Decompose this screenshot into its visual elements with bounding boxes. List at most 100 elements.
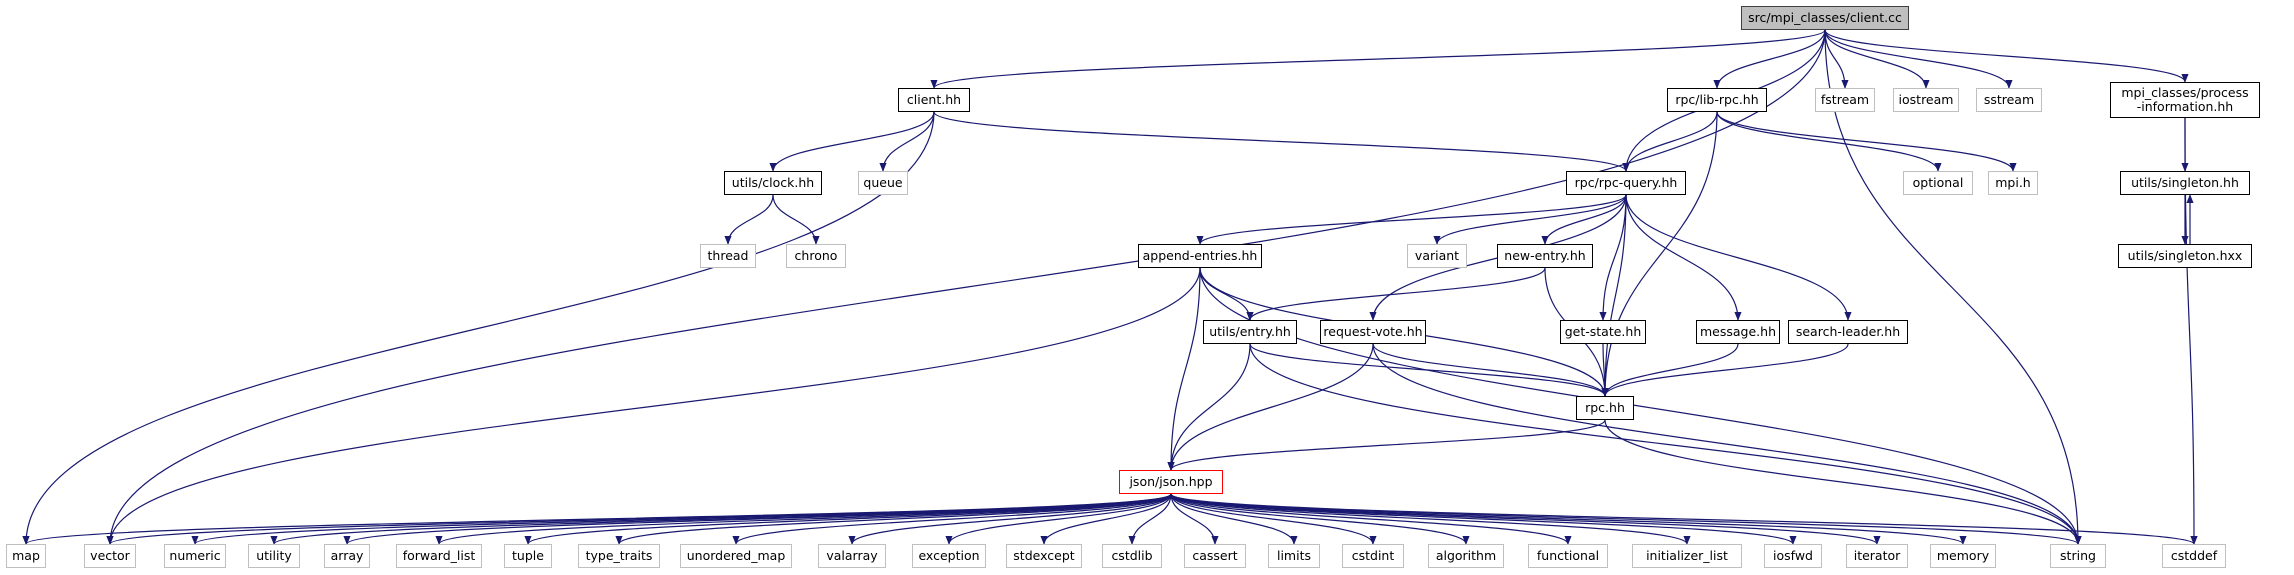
edge-json-to-iterator <box>1170 493 1881 545</box>
node-rpc-rpc-query-hh[interactable]: rpc/rpc-query.hh <box>1566 171 1686 195</box>
node-thread[interactable]: thread <box>700 244 756 268</box>
node-forward-list[interactable]: forward_list <box>396 544 482 568</box>
edge-json-to-type_traits <box>615 493 1172 545</box>
edge-message-to-rpc_hh <box>1601 343 1739 397</box>
edge-client_hh-to-utils_clock <box>769 111 935 172</box>
node-string[interactable]: string <box>2050 544 2106 568</box>
edge-rpc_query-to-variant <box>1433 194 1627 245</box>
edge-root-to-string <box>1824 29 2082 545</box>
edge-utils_clock-to-thread <box>724 194 774 245</box>
edge-json-to-utility <box>270 493 1172 545</box>
node-utils-clock-hh[interactable]: utils/clock.hh <box>724 171 822 195</box>
edge-rpc_hh-to-string <box>1604 419 2082 545</box>
edge-json-to-valarray <box>848 493 1172 545</box>
node-algorithm[interactable]: algorithm <box>1428 544 1504 568</box>
node-new-entry-hh[interactable]: new-entry.hh <box>1497 244 1593 268</box>
edge-root-to-iostream <box>1824 29 1930 89</box>
node-exception[interactable]: exception <box>912 544 986 568</box>
edge-json-to-cassert <box>1170 493 1219 545</box>
node-append-entries-hh[interactable]: append-entries.hh <box>1138 244 1262 268</box>
node-utils-entry-hh[interactable]: utils/entry.hh <box>1203 320 1297 344</box>
edge-append_entries-to-string <box>1199 267 2082 545</box>
edge-rpc_hh-to-json <box>1167 419 1606 471</box>
edge-root-to-rpc_lib_rpc <box>1713 29 1826 89</box>
edge-append_entries-to-json <box>1167 267 1201 471</box>
node-functional[interactable]: functional <box>1528 544 1608 568</box>
edge-json-to-cstdlib <box>1128 493 1172 545</box>
edge-json-to-memory <box>1170 493 1967 545</box>
edge-request_vote-to-json <box>1167 343 1374 471</box>
node-json-json-hpp[interactable]: json/json.hpp <box>1119 470 1223 494</box>
edge-rpc_query-to-search_leader <box>1625 194 1852 321</box>
node-mpi-h[interactable]: mpi.h <box>1988 171 2038 195</box>
edge-rpc_lib_rpc-to-mpi_h <box>1716 111 2017 172</box>
edge-utils_entry-to-string <box>1249 343 2082 545</box>
node-chrono[interactable]: chrono <box>786 244 846 268</box>
node-cstddef[interactable]: cstddef <box>2162 544 2226 568</box>
node-array[interactable]: array <box>324 544 370 568</box>
node-limits[interactable]: limits <box>1268 544 1320 568</box>
node-initializer-list[interactable]: initializer_list <box>1632 544 1742 568</box>
node-client-hh[interactable]: client.hh <box>898 88 970 112</box>
edge-root-to-sstream <box>1824 29 2013 89</box>
node-request-vote-hh[interactable]: request-vote.hh <box>1320 320 1426 344</box>
node-queue[interactable]: queue <box>858 171 908 195</box>
edge-client_hh-to-queue <box>879 111 935 172</box>
node-optional[interactable]: optional <box>1903 171 1973 195</box>
edge-rpc_query-to-get_state <box>1599 194 1627 321</box>
edge-json-to-cstdint <box>1170 493 1377 545</box>
node-utility[interactable]: utility <box>248 544 300 568</box>
node-message-hh[interactable]: message.hh <box>1696 320 1780 344</box>
edge-rpc_query-to-message <box>1625 194 1742 321</box>
edge-search_leader-to-rpc_hh <box>1601 343 1849 397</box>
edge-rpc_lib_rpc-to-optional <box>1716 111 1942 172</box>
node-sstream[interactable]: sstream <box>1976 88 2042 112</box>
node-iostream[interactable]: iostream <box>1893 88 1959 112</box>
edge-json-to-stdexcept <box>1040 493 1172 545</box>
edge-root-to-client_hh <box>930 29 1826 89</box>
node-get-state-hh[interactable]: get-state.hh <box>1560 320 1646 344</box>
edge-json-to-string <box>1170 493 2082 545</box>
node-cassert[interactable]: cassert <box>1184 544 1246 568</box>
node-cstdlib[interactable]: cstdlib <box>1102 544 1162 568</box>
node-memory[interactable]: memory <box>1930 544 1996 568</box>
edge-request_vote-to-string <box>1372 343 2082 545</box>
node-rpc-lib-rpc-hh[interactable]: rpc/lib-rpc.hh <box>1667 88 1767 112</box>
node-tuple[interactable]: tuple <box>504 544 552 568</box>
node-fstream[interactable]: fstream <box>1815 88 1875 112</box>
edge-utils_clock-to-chrono <box>772 194 820 245</box>
edge-rpc_query-to-rpc_hh <box>1601 194 1627 397</box>
node-rpc-hh[interactable]: rpc.hh <box>1576 396 1634 420</box>
node-search-leader-hh[interactable]: search-leader.hh <box>1788 320 1908 344</box>
node-iterator[interactable]: iterator <box>1846 544 1908 568</box>
node-type-traits[interactable]: type_traits <box>578 544 660 568</box>
node-cstdint[interactable]: cstdint <box>1342 544 1404 568</box>
edge-new_entry-to-utils_entry <box>1246 267 1546 321</box>
edge-client_hh-to-map <box>22 111 935 545</box>
node-vector[interactable]: vector <box>84 544 136 568</box>
node-numeric[interactable]: numeric <box>164 544 226 568</box>
node-valarray[interactable]: valarray <box>818 544 886 568</box>
edge-append_entries-to-utils_entry <box>1199 267 1254 321</box>
edge-json-to-algorithm <box>1170 493 1470 545</box>
edge-json-to-tuple <box>524 493 1172 545</box>
node-src-mpi-classes-client-cc[interactable]: src/mpi_classes/client.cc <box>1741 6 1909 30</box>
edge-request_vote-to-rpc_hh <box>1372 343 1609 397</box>
edge-rpc_lib_rpc-to-rpc_hh <box>1601 111 1718 397</box>
edge-rpc_lib_rpc-to-rpc_query <box>1622 111 1718 172</box>
node-utils-singleton-hxx[interactable]: utils/singleton.hxx <box>2118 244 2252 268</box>
edge-rpc_query-to-append_entries <box>1196 194 1627 245</box>
node-mpi-classes-process-information-hh[interactable]: mpi_classes/process -information.hh <box>2110 82 2260 118</box>
edge-json-to-numeric <box>191 493 1172 545</box>
node-utils-singleton-hh[interactable]: utils/singleton.hh <box>2120 171 2250 195</box>
node-unordered-map[interactable]: unordered_map <box>680 544 792 568</box>
node-iosfwd[interactable]: iosfwd <box>1764 544 1822 568</box>
edge-json-to-array <box>343 493 1172 545</box>
edge-json-to-cstddef <box>1170 493 2198 545</box>
edge-utils_entry-to-rpc_hh <box>1249 343 1609 397</box>
node-variant[interactable]: variant <box>1407 244 1467 268</box>
node-map[interactable]: map <box>6 544 46 568</box>
node-stdexcept[interactable]: stdexcept <box>1006 544 1082 568</box>
edge-append_entries-to-vector <box>106 267 1201 545</box>
